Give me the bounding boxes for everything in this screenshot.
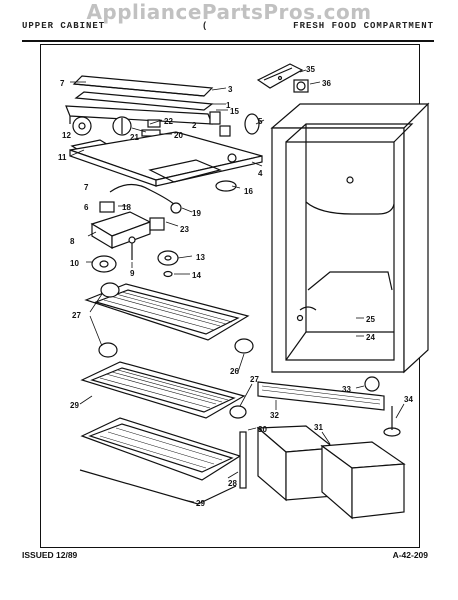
callout-28: 28	[228, 479, 237, 488]
callout-19: 19	[192, 209, 201, 218]
callout-25: 25	[366, 315, 375, 324]
callout-5: 5	[258, 117, 263, 126]
callout-3: 3	[228, 85, 233, 94]
toe-grille-part-32	[257, 381, 385, 411]
callout-21: 21	[130, 133, 139, 142]
callout-36: 36	[322, 79, 331, 88]
callout-14: 14	[192, 271, 201, 280]
callout-10: 10	[70, 259, 79, 268]
fitting-part-33	[364, 376, 380, 392]
leveling-leg-part-34	[383, 406, 401, 437]
drawer-slide-part-30	[239, 431, 247, 489]
callout-1: 1	[226, 101, 231, 110]
callout-27-left: 27	[72, 311, 81, 320]
callout-16: 16	[244, 187, 253, 196]
callout-11: 11	[58, 153, 67, 162]
callout-2: 2	[192, 121, 197, 130]
leader-lines	[69, 69, 405, 503]
grommet-part-9	[128, 236, 136, 260]
crisper-cover-glass	[79, 417, 242, 505]
switch-box-part-8	[90, 211, 152, 250]
cabinet-liner	[270, 102, 430, 374]
shelf-middle	[80, 361, 246, 419]
callout-24: 24	[366, 333, 375, 342]
callout-20: 20	[174, 131, 183, 140]
knob-part-12	[72, 116, 92, 136]
callout-31: 31	[314, 423, 323, 432]
callout-7-top: 7	[60, 79, 65, 88]
fan-motor-part-16	[215, 180, 237, 192]
trim-strip-part-7	[72, 75, 214, 97]
callout-18: 18	[122, 203, 131, 212]
callout-4: 4	[258, 169, 263, 178]
callout-8: 8	[70, 237, 75, 246]
callout-29-bottom: 29	[196, 499, 205, 508]
callout-34: 34	[404, 395, 413, 404]
callout-7-mid: 7	[84, 183, 89, 192]
fan-blade-part-13	[157, 250, 179, 266]
callout-30: 30	[258, 425, 267, 434]
callout-26: 26	[230, 367, 239, 376]
knob-part-21	[112, 116, 132, 136]
callout-12: 12	[62, 131, 71, 140]
callout-15: 15	[230, 107, 239, 116]
callout-35: 35	[306, 65, 315, 74]
header-left-title: UPPER CABINET	[22, 21, 106, 31]
diagram-code: A-42-209	[392, 550, 428, 560]
relay-part-23	[149, 217, 165, 231]
fan-part-5	[219, 113, 260, 137]
diagram-header: UPPER CABINET ( FRESH FOOD COMPARTMENT	[22, 18, 434, 42]
watermark: AppliancePartsPros.com	[86, 0, 372, 24]
crisper-pan-right-part-31	[320, 441, 406, 520]
callout-32: 32	[270, 411, 279, 420]
issued-date: ISSUED 12/89	[22, 550, 78, 560]
callout-6: 6	[84, 203, 89, 212]
wire-harness-part-7	[109, 183, 182, 214]
header-middle: (	[202, 21, 209, 31]
header-right-title: FRESH FOOD COMPARTMENT	[293, 21, 434, 31]
bracket-part-35	[256, 63, 304, 89]
cold-control-part-36	[293, 79, 309, 93]
callout-13: 13	[196, 253, 205, 262]
callout-33: 33	[342, 385, 351, 394]
callout-22: 22	[164, 117, 173, 126]
callout-29-mid: 29	[70, 401, 79, 410]
lamp-socket-part-15	[209, 111, 221, 125]
fan-blade-part-10	[91, 255, 117, 273]
callout-labels: 7 3 1 15 22 12 21 20 2 11 5 4 16 7 6 18 …	[58, 65, 413, 508]
evaporator-cover-part-4	[69, 131, 263, 187]
callout-23: 23	[180, 225, 189, 234]
callout-9: 9	[130, 269, 135, 278]
callout-27-right: 27	[250, 375, 259, 384]
